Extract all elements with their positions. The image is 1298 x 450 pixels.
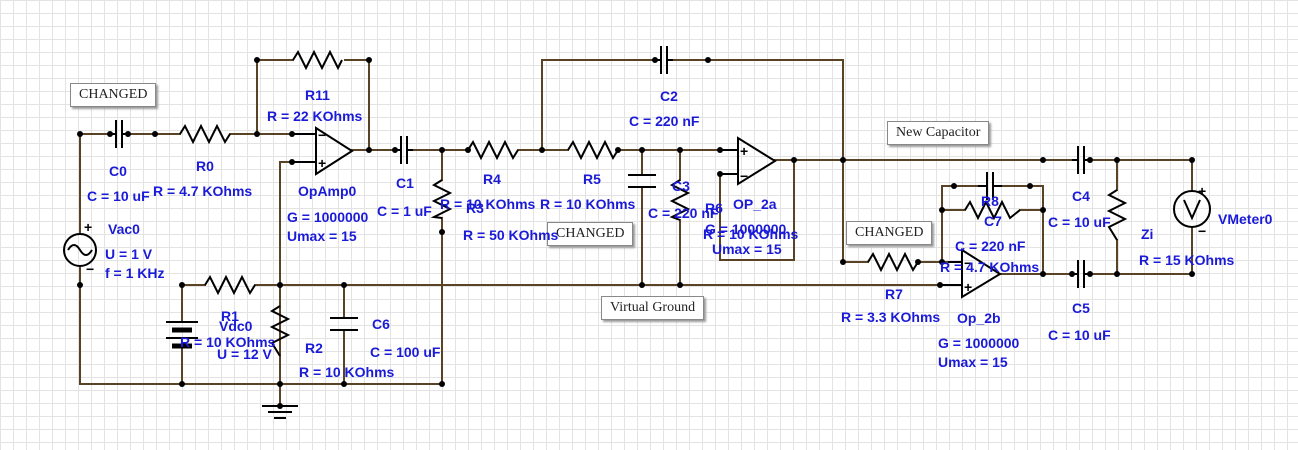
- note-changed[interactable]: CHANGED: [547, 222, 634, 246]
- c4-value: C = 10 uF: [1048, 214, 1111, 230]
- r8-value: R = 4.7 KOhms: [940, 259, 1040, 275]
- opamp0-gain: G = 1000000: [287, 209, 369, 225]
- svg-text:−: −: [1198, 223, 1206, 239]
- opamp0-label: OpAmp0: [298, 183, 357, 199]
- r6-value: R = 10 KOhms: [703, 226, 799, 242]
- capacitor-icon[interactable]: [628, 174, 656, 188]
- svg-text:−: −: [964, 255, 972, 271]
- r5-value: R = 10 KOhms: [540, 196, 636, 212]
- c7-value: C = 220 nF: [955, 238, 1026, 254]
- c3-value: C = 220 nF: [648, 205, 719, 221]
- note-changed[interactable]: CHANGED: [846, 221, 933, 245]
- op2b-gain: G = 1000000: [938, 335, 1020, 351]
- r7-value: R = 3.3 KOhms: [841, 309, 941, 325]
- resistor-icon[interactable]: [179, 123, 231, 145]
- r6-label: R6: [705, 200, 723, 216]
- zi-value: R = 15 KOhms: [1139, 252, 1235, 268]
- svg-text:−: −: [740, 168, 748, 184]
- svg-text:+: +: [318, 155, 326, 171]
- resistor-icon[interactable]: [204, 274, 256, 296]
- r3-value: R = 50 KOhms: [463, 227, 559, 243]
- voltmeter-icon[interactable]: +−: [1173, 183, 1211, 239]
- svg-text:+: +: [1198, 183, 1206, 199]
- resistor-icon[interactable]: [292, 49, 343, 71]
- r1-value: R = 10 KOhms: [180, 334, 276, 350]
- r0-label: R0: [196, 158, 214, 174]
- resistor-icon[interactable]: [867, 251, 919, 273]
- op2a-gain: G = 1000000: [705, 221, 787, 237]
- c1-label: C1: [396, 175, 414, 191]
- opamp0-umax: Umax = 15: [287, 228, 357, 244]
- capacitor-icon[interactable]: [330, 317, 358, 331]
- battery-icon[interactable]: [166, 321, 198, 349]
- note-changed[interactable]: CHANGED: [70, 83, 157, 107]
- capacitor-icon[interactable]: [978, 172, 1002, 200]
- c7-label: C7: [984, 213, 1002, 229]
- c3-label: C3: [672, 178, 690, 194]
- r8-label: R8: [981, 193, 999, 209]
- r11-label: R11: [305, 87, 330, 103]
- resistor-icon[interactable]: [964, 199, 1021, 221]
- vac0-label: Vac0: [108, 221, 140, 237]
- r5-label: R5: [583, 171, 601, 187]
- c1-value: C = 1 uF: [377, 203, 432, 219]
- resistor-icon[interactable]: [430, 179, 453, 219]
- resistor-icon[interactable]: [669, 179, 691, 221]
- vac0-frequency: f = 1 KHz: [105, 265, 165, 281]
- opamp-icon[interactable]: −+: [940, 248, 1002, 299]
- op2b-umax: Umax = 15: [938, 354, 1008, 370]
- r1-label: R1: [221, 308, 239, 324]
- r11-value: R = 22 KOhms: [267, 108, 363, 124]
- c5-value: C = 10 uF: [1048, 327, 1111, 343]
- capacitor-icon[interactable]: [395, 136, 413, 164]
- r4-value: R = 10 KOhms: [440, 196, 536, 212]
- capacitor-icon[interactable]: [1072, 146, 1090, 174]
- ac-source-icon[interactable]: +−: [63, 219, 97, 277]
- capacitor-icon[interactable]: [1072, 260, 1090, 288]
- resistor-icon[interactable]: [567, 139, 619, 161]
- vac0-voltage: U = 1 V: [105, 246, 153, 262]
- c4-label: C4: [1072, 188, 1090, 204]
- junction-dots: [77, 57, 1195, 409]
- vdc0-voltage: U = 12 V: [217, 346, 272, 362]
- vmeter0-label: VMeter0: [1218, 211, 1273, 227]
- opamp-icon[interactable]: +−: [720, 136, 777, 186]
- vdc0-label: Vdc0: [219, 318, 253, 334]
- r7-label: R7: [885, 286, 903, 302]
- r2-label: R2: [305, 340, 323, 356]
- op2a-umax: Umax = 15: [712, 241, 782, 257]
- c0-label: C0: [109, 163, 127, 179]
- resistor-icon[interactable]: [269, 305, 291, 357]
- c2-value: C = 220 nF: [629, 113, 700, 129]
- resistor-icon[interactable]: [467, 139, 519, 161]
- svg-text:+: +: [740, 143, 748, 159]
- capacitor-icon[interactable]: [110, 120, 128, 148]
- resistor-icon[interactable]: [1106, 189, 1128, 241]
- r0-value: R = 4.7 KOhms: [153, 183, 253, 199]
- note-new-capacitor[interactable]: New Capacitor: [887, 121, 990, 145]
- svg-text:−: −: [86, 261, 94, 277]
- c6-value: C = 100 uF: [370, 344, 441, 360]
- r4-label: R4: [483, 171, 501, 187]
- note-virtual-ground[interactable]: Virtual Ground: [601, 296, 705, 320]
- c0-value: C = 10 uF: [87, 188, 150, 204]
- op2b-label: Op_2b: [957, 310, 1001, 326]
- capacitor-icon[interactable]: [655, 46, 673, 74]
- svg-text:+: +: [84, 219, 92, 235]
- c5-label: C5: [1072, 300, 1090, 316]
- zi-label: Zi: [1141, 226, 1154, 242]
- c2-label: C2: [660, 88, 678, 104]
- svg-text:−: −: [318, 127, 326, 143]
- ground-icon: [262, 405, 298, 419]
- svg-text:+: +: [964, 279, 972, 295]
- r2-value: R = 10 KOhms: [299, 364, 395, 380]
- c6-label: C6: [372, 316, 390, 332]
- opamp-icon[interactable]: −+: [292, 126, 354, 176]
- op2a-label: OP_2a: [733, 196, 777, 212]
- r3-label: R3: [466, 200, 484, 216]
